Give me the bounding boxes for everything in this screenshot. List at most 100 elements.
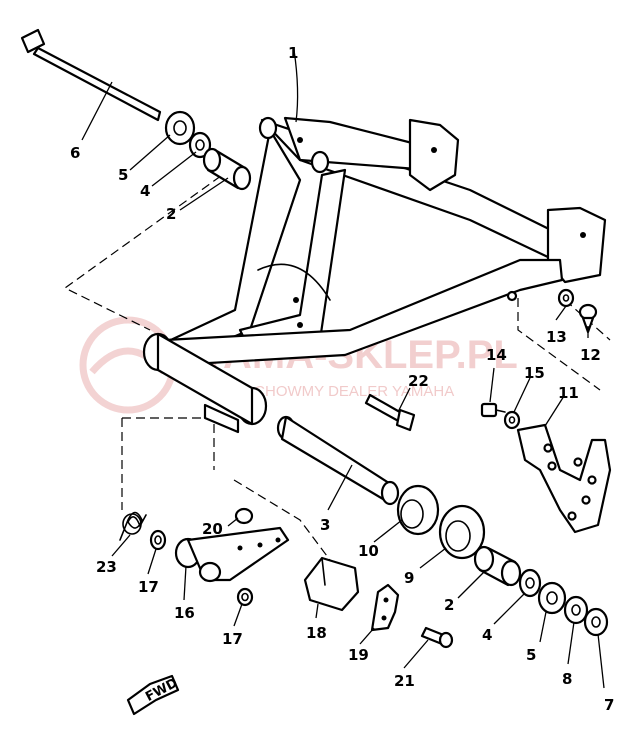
pivot-tab [203, 403, 240, 434]
guide-left-upper [63, 167, 233, 331]
part-20-collar [234, 507, 254, 525]
part-7-nut [583, 607, 609, 637]
leader-23 [111, 534, 131, 557]
spring-loop [122, 513, 142, 535]
part-12-bolt [578, 303, 598, 334]
frame-boss-lower [506, 290, 518, 302]
lever-eye [198, 561, 222, 583]
block-body [303, 556, 360, 612]
swingarm-top-bracket [408, 118, 460, 192]
part-1-swingarm [142, 116, 607, 434]
shaft-head [20, 28, 46, 54]
leader-13 [555, 305, 567, 321]
leader-1 [293, 49, 299, 123]
leader-5a [129, 134, 171, 171]
callout-16: 16 [174, 604, 195, 622]
leader-3 [327, 464, 353, 511]
leader-16 [183, 565, 187, 601]
part-15-washer [503, 410, 521, 430]
guide-right [517, 298, 601, 391]
lever-hole-2 [257, 542, 263, 548]
bushing-10-inner [400, 499, 424, 529]
part-17-washer-upper [149, 529, 167, 551]
shaft-3-body [280, 415, 394, 504]
washer-right-outer [518, 568, 542, 598]
washer-right-inner [525, 577, 535, 589]
frame-boss-left [258, 116, 278, 140]
frame-hole-4 [431, 147, 437, 153]
seal-inner [173, 120, 187, 136]
washer-15-outer [503, 410, 521, 430]
bolt-14-shank [495, 409, 506, 413]
part-18-block [303, 556, 360, 612]
frame-hole-2 [297, 322, 303, 328]
leader-15 [513, 377, 531, 413]
leader-9 [419, 547, 447, 569]
washer-outer [188, 131, 212, 159]
block-edge [321, 557, 326, 586]
leader-18 [315, 603, 319, 619]
callout-4-right: 4 [482, 626, 492, 644]
collar-9-outer [438, 504, 486, 560]
leader-11 [544, 395, 565, 427]
part-11-bracket [516, 423, 612, 534]
leader-4a [151, 151, 197, 187]
callout-9: 9 [404, 569, 414, 587]
washer-17b-outer [236, 587, 254, 607]
callout-11: 11 [558, 384, 579, 402]
callout-15: 15 [524, 364, 545, 382]
callout-8: 8 [562, 670, 572, 688]
swingarm-bottom-tube [163, 258, 564, 367]
bolt-14-head [480, 402, 498, 418]
callout-5-right: 5 [526, 646, 536, 664]
fwd-direction-arrow: FWD [126, 674, 180, 716]
part-14-bolt [480, 402, 506, 418]
bushing-face [202, 147, 222, 173]
callout-2-right: 2 [444, 596, 454, 614]
callout-23: 23 [96, 558, 117, 576]
bracket-hole-5 [581, 495, 591, 505]
part-17-washer-lower [236, 587, 254, 607]
callout-3: 3 [320, 516, 330, 534]
part-3-shaft [276, 415, 400, 506]
bolt-22-head [395, 408, 416, 432]
leader-21 [403, 639, 429, 669]
callout-numbers: 1 6 5 4 2 13 12 22 14 15 11 3 10 9 2 4 5… [70, 44, 614, 714]
leader-20 [227, 517, 239, 527]
part-4-washer-right [518, 568, 542, 598]
callout-7: 7 [604, 696, 614, 714]
spring-coil [119, 511, 147, 541]
callout-10: 10 [358, 542, 379, 560]
leader-19 [359, 627, 375, 645]
leader-5b [539, 611, 547, 643]
part-13-washer [557, 288, 575, 308]
leader-10 [373, 519, 403, 543]
fwd-arrow-shape [126, 674, 180, 716]
guide-left-bracket [122, 417, 215, 470]
callout-22: 22 [408, 372, 429, 390]
part-5-seal-left [164, 110, 196, 146]
bolt-12-shank [581, 316, 595, 334]
leader-17a [147, 548, 157, 575]
callout-14: 14 [486, 346, 507, 364]
callout-19: 19 [348, 646, 369, 664]
callout-20: 20 [202, 520, 223, 538]
callout-17-upper: 17 [138, 578, 159, 596]
bushing-end [232, 165, 252, 191]
part-10-bushing [396, 484, 440, 536]
collar-20 [234, 507, 254, 525]
callout-12: 12 [580, 346, 601, 364]
leader-6 [81, 81, 113, 141]
leader-2a [179, 177, 229, 211]
leader-4b [493, 593, 525, 625]
bracket-hole-2 [547, 461, 557, 471]
washer-13-inner [562, 294, 570, 302]
callout-18: 18 [306, 624, 327, 642]
part-16-lever [174, 526, 290, 583]
seal-right-outer [537, 581, 567, 615]
part-2-bushing-right [473, 545, 522, 587]
bracket-body [516, 423, 612, 534]
bracket-hole-1 [543, 443, 553, 453]
frame-boss-right [310, 150, 330, 174]
